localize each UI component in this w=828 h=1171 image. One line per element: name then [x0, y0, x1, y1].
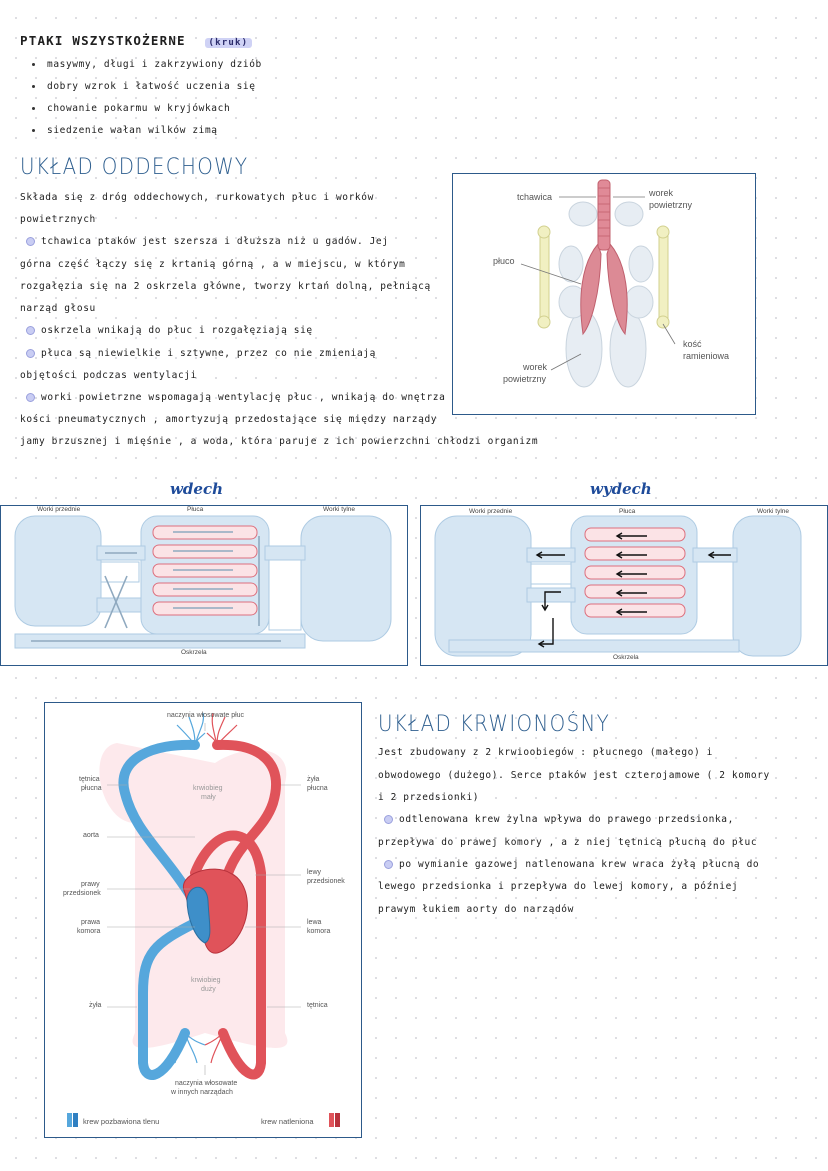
exhale-illustration — [434, 515, 802, 657]
list-item: masywmy, długi i zakrzywiony dziób — [32, 59, 262, 70]
air-sac-top-label-1: worek — [649, 188, 674, 198]
left-atrium-label-2: przedsionek — [307, 878, 345, 885]
artery-label: tętnica — [307, 1002, 328, 1009]
organ-capillaries-label-1: naczynia włosowate — [175, 1080, 238, 1087]
organ-capillaries-label-2: w innych narządach — [171, 1089, 233, 1096]
pulmonary-artery-label-1: tętnica — [79, 776, 100, 783]
exhale-front-sacs-label: Worki przednie — [469, 508, 513, 515]
bullet-dot-icon — [384, 860, 393, 869]
circulatory-illustration — [67, 712, 340, 1127]
list-item: odtlenowana krew żylna wpływa do prawego… — [384, 814, 734, 825]
aorta-label: aorta — [83, 832, 99, 839]
legend-deoxygenated: krew pozbawiona tlenu — [83, 1117, 160, 1126]
right-atrium-label-1: prawy — [81, 881, 100, 888]
raven-tag: (kruk) — [204, 38, 253, 48]
text-line: powietrznych — [20, 214, 96, 225]
lung-label: płuco — [493, 256, 515, 266]
respiratory-heading: UKŁAD ODDECHOWY — [20, 155, 249, 180]
circulatory-heading: UKŁAD KRWIONOŚNY — [378, 712, 611, 737]
bullet-dot-icon — [26, 349, 35, 358]
text-line: górna część łączy się z krtanią górną , … — [20, 259, 406, 270]
text-line: objętości podczas wentylacji — [20, 370, 197, 381]
air-sac-top-label-2: powietrzny — [649, 200, 693, 210]
bullet-dot-icon — [26, 237, 35, 246]
exhale-caption: wydech — [590, 480, 652, 498]
right-ventricle-label-1: prawa — [81, 919, 101, 926]
trachea-label: tchawica — [517, 192, 553, 202]
bullet-dot-icon — [384, 815, 393, 824]
small-circuit-label-2: mały — [201, 794, 216, 801]
small-circuit-label-1: krwiobieg — [193, 785, 223, 792]
list-item: po wymianie gazowej natlenowana krew wra… — [384, 859, 759, 870]
text-line: prawym łukiem aorty do narządów — [378, 904, 574, 915]
exhale-diagram: Worki przednie Płuca Worki tylne Oskrzel… — [420, 505, 828, 666]
inhale-front-sacs-label: Worki przednie — [37, 506, 81, 513]
list-item: płuca są niewielkie i sztywne, przez co … — [26, 348, 376, 359]
list-item: worki powietrzne wspomagają wentylację p… — [26, 392, 445, 403]
left-ventricle-label-1: lewa — [307, 919, 322, 926]
right-atrium-label-2: przedsionek — [63, 890, 101, 897]
big-circuit-label-2: duży — [201, 986, 216, 993]
air-sac-bottom-label-1: worek — [523, 362, 548, 372]
text-line: Jest zbudowany z 2 krwioobiegów : płucne… — [378, 747, 713, 758]
bullet-dot-icon — [26, 393, 35, 402]
inhale-lungs-label: Płuca — [187, 506, 204, 513]
inhale-back-sacs-label: Worki tylne — [323, 506, 356, 513]
exhale-back-sacs-label: Worki tylne — [757, 508, 790, 515]
legend-oxygenated: krew natleniona — [261, 1117, 314, 1126]
exhale-lungs-label: Płuca — [619, 508, 636, 515]
birds-title: PTAKI WSZYSTKOŻERNE (kruk) — [20, 33, 253, 48]
text-line: obwodowego (dużego). Serce ptaków jest c… — [378, 770, 770, 781]
text-line: jamy brzusznej i mięśnie , a woda, która… — [20, 436, 539, 447]
vein-label: żyła — [89, 1002, 102, 1009]
list-item: chowanie pokarmu w kryjówkach — [32, 103, 230, 114]
respiratory-illustration — [520, 179, 676, 388]
list-item: siedzenie wałan wilków zimą — [32, 125, 218, 136]
inhale-bronchi-label: Oskrzela — [181, 649, 207, 656]
text-line: rozgałęzia się na 2 oskrzela główne, two… — [20, 281, 431, 292]
left-atrium-label-1: lewy — [307, 869, 322, 876]
pulmonary-artery-label-2: płucna — [81, 785, 102, 792]
bullet-dot-icon — [26, 326, 35, 335]
pulmonary-vein-label-1: żyła — [307, 776, 320, 783]
humerus-label-2: ramieniowa — [683, 351, 730, 361]
lung-capillaries-label: naczynia włosowate płuc — [167, 712, 245, 719]
circulatory-figure: naczynia włosowate płuc tętnica płucna ż… — [44, 702, 362, 1138]
right-ventricle-label-2: komora — [77, 928, 101, 935]
text-line: lewego przedsionka i przepływa do lewej … — [378, 881, 739, 892]
list-item: oskrzela wnikają do płuc i rozgałęziają … — [26, 325, 313, 336]
list-item: tchawica ptaków jest szersza i dłuższa n… — [26, 236, 389, 247]
list-item: dobry wzrok i łatwość uczenia się — [32, 81, 256, 92]
inhale-diagram: Worki przednie Płuca Worki tylne Oskrzel… — [0, 505, 408, 666]
air-sac-bottom-label-2: powietrzny — [503, 374, 547, 384]
exhale-bronchi-label: Oskrzela — [613, 654, 639, 661]
text-line: kości pneumatycznych , amortyzują przedo… — [20, 414, 438, 425]
inhale-illustration — [14, 515, 392, 649]
inhale-caption: wdech — [170, 480, 223, 498]
humerus-label-1: kość — [683, 339, 702, 349]
pulmonary-vein-label-2: płucna — [307, 785, 328, 792]
text-line: przepływa do prawej komory , a z niej tę… — [378, 837, 758, 848]
text-line: i 2 przedsionki) — [378, 792, 480, 803]
text-line: Składa się z dróg oddechowych, rurkowaty… — [20, 192, 374, 203]
respiratory-figure: tchawica worek powietrzny płuco kość ram… — [452, 173, 756, 415]
big-circuit-label-1: krwiobieg — [191, 977, 221, 984]
text-line: narząd głosu — [20, 303, 96, 314]
left-ventricle-label-2: komora — [307, 928, 331, 935]
